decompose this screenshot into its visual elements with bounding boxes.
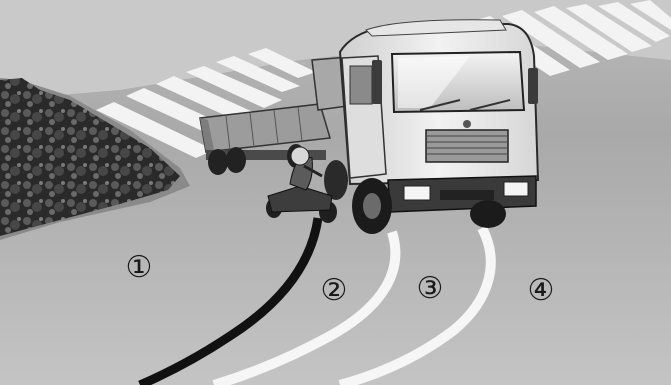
- grille: [426, 130, 508, 162]
- zone-3-label: ③: [417, 271, 444, 306]
- zone-4-label: ④: [528, 273, 555, 308]
- headlight: [504, 182, 528, 196]
- truck-wheel: [470, 200, 506, 228]
- helmet: [291, 147, 309, 165]
- zone-1-label: ①: [126, 250, 153, 285]
- trailer-wheel: [226, 147, 246, 173]
- truck-wheel: [324, 160, 348, 200]
- headlight: [404, 186, 430, 200]
- trailer-wheel: [208, 149, 228, 175]
- side-mirror: [528, 68, 538, 104]
- zone-2-label: ②: [321, 273, 348, 308]
- side-mirror: [372, 60, 382, 104]
- truck-cab: [324, 20, 538, 234]
